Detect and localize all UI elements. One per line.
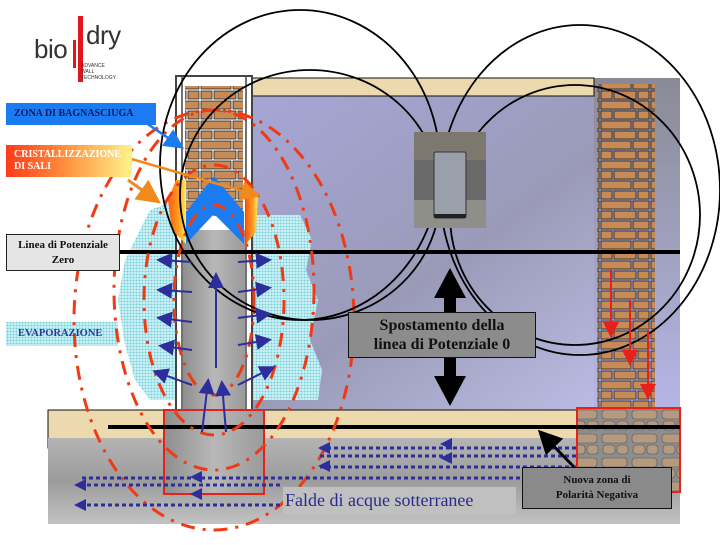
label-line: DI SALI	[14, 161, 51, 172]
label-salt-crystallization: CRISTALLIZZAZIONE DI SALI	[6, 145, 132, 177]
label-line: Nuova zona di	[563, 474, 631, 486]
left-foundation	[163, 409, 265, 495]
label-negative-polarity-zone: Nuova zona di Polarità Negativa	[522, 467, 672, 509]
bagnasciuga-zone	[186, 176, 244, 244]
logo-tagline-line: TECHNOLOGY	[81, 75, 117, 81]
migration-arrows	[603, 270, 656, 400]
left-wall-wet	[183, 230, 245, 410]
logo-word-bio: bio	[34, 34, 68, 64]
groundwater-arrowheads	[74, 438, 452, 511]
label-groundwater: Falde di acque sotterranee	[283, 487, 516, 514]
bio-dry-device	[414, 132, 486, 228]
label-line: CRISTALLIZZAZIONE	[14, 149, 122, 160]
logo-tagline-line: ADVANCE	[81, 63, 105, 69]
label-evaporation: EVAPORAZIONE	[18, 328, 103, 339]
crystallization-pointer-2	[127, 178, 161, 204]
logo-bar-short	[73, 40, 76, 68]
evaporation-arrows	[152, 252, 276, 433]
label-bagnasciuga-zone: ZONA DI BAGNASCIUGA	[6, 103, 156, 125]
label-line: Polarità Negativa	[555, 489, 639, 501]
label-line: Linea di Potenziale	[18, 239, 108, 251]
logo-word-dry: dry	[86, 20, 121, 50]
logo-tagline-line: WALL	[81, 69, 95, 75]
label-line: Spostamento della	[379, 317, 505, 334]
label-potential-shift: Spostamento della linea di Potenziale 0	[348, 312, 536, 358]
ceiling-plaster	[251, 77, 595, 97]
label-line: linea di Potenziale 0	[373, 336, 511, 353]
label-zero-potential-line: Linea di Potenziale Zero	[6, 234, 120, 271]
negative-polarity-pointer	[537, 429, 576, 469]
evaporation-zone	[118, 200, 176, 400]
crystallization-pointer	[127, 156, 261, 201]
logo-bar-tall	[78, 16, 83, 82]
logo-tagline: ADVANCE WALL TECHNOLOGY	[81, 63, 116, 81]
right-wall-bricks	[597, 84, 655, 410]
label-line: Zero	[51, 254, 75, 266]
evaporation-zone-label-bg	[6, 322, 118, 346]
